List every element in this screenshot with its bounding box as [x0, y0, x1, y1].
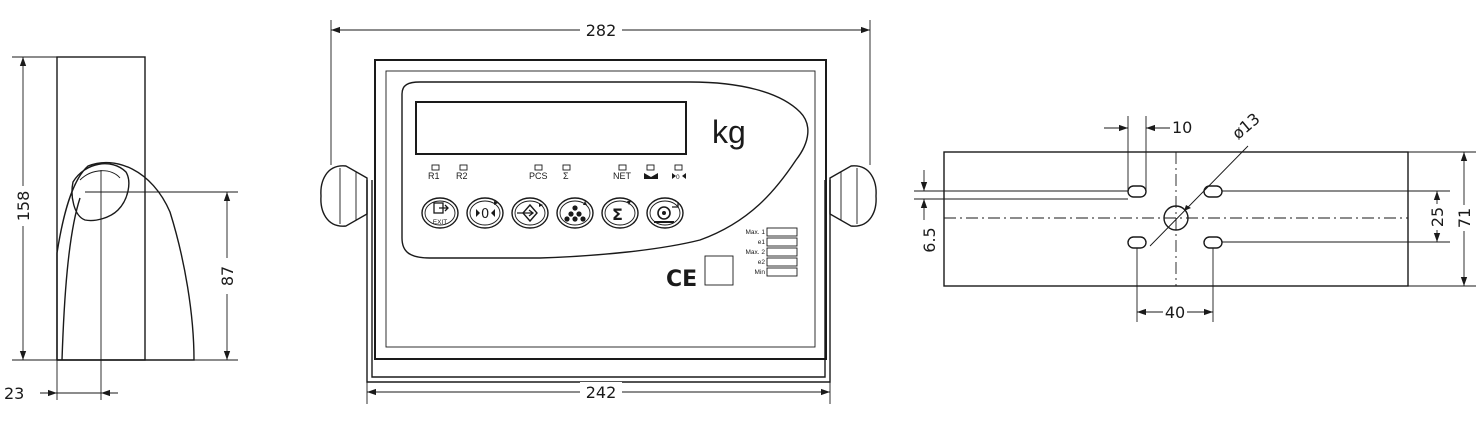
left-knob	[320, 165, 368, 227]
dim-label-242: 242	[586, 383, 617, 402]
dim-label-23: 23	[4, 384, 24, 403]
tare-icon	[522, 203, 538, 223]
ce-mark: CE	[666, 267, 697, 292]
spec-label-e1: e1	[758, 239, 766, 246]
dim-label-71: 71	[1455, 208, 1474, 228]
zero-key-icon	[476, 209, 480, 217]
display-window	[415, 101, 687, 155]
spec-label-e2: e2	[758, 259, 766, 266]
dim-label-40: 40	[1165, 303, 1185, 322]
front-bracket-inner	[371, 180, 826, 378]
left-knob-detail	[339, 168, 357, 224]
front-housing	[374, 59, 827, 360]
side-knob-detail	[79, 170, 121, 181]
indicator-label-pcs: PCS	[529, 171, 548, 181]
dim-label-dia13: ø13	[1228, 109, 1263, 143]
dim-label-10: 10	[1172, 118, 1192, 137]
indicator-lamp-r1	[431, 164, 440, 171]
sum-icon: Σ	[612, 205, 623, 224]
approval-mark-box	[704, 255, 734, 286]
front-bracket-outer	[366, 180, 831, 383]
side-bracket-inner	[61, 197, 81, 361]
sum-key[interactable]: Σ	[601, 197, 639, 229]
front-panel-border	[385, 70, 816, 348]
side-bracket-outline	[56, 161, 195, 361]
print-icon	[657, 206, 671, 220]
indicator-lamp-zero	[674, 164, 683, 171]
slot-top-left	[1127, 185, 1147, 198]
spec-label-max1: Max. 1	[745, 229, 765, 236]
front-view: kg R1 R2 PCS Σ NET 0 EXIT	[320, 20, 877, 404]
indicator-label-r2: R2	[456, 171, 468, 181]
right-knob-detail	[840, 168, 858, 224]
print-key[interactable]	[646, 197, 684, 229]
indicator-lamp-r2	[459, 164, 468, 171]
slot-bottom-right	[1203, 236, 1223, 249]
dim-label-6-5: 6.5	[920, 227, 939, 252]
stable-icon	[644, 173, 658, 179]
tare-key[interactable]	[511, 197, 549, 229]
spec-box-e1	[766, 237, 798, 247]
exit-key[interactable]: EXIT	[421, 197, 459, 229]
spec-box-min	[766, 267, 798, 277]
dim-label-25: 25	[1428, 207, 1447, 227]
spec-label-min: Min	[755, 269, 766, 276]
right-knob	[829, 165, 877, 227]
indicator-lamp-pcs	[534, 164, 543, 171]
indicator-label-r1: R1	[428, 171, 440, 181]
spec-box-e2	[766, 257, 798, 267]
indicator-label-sum: Σ	[563, 171, 569, 181]
spec-label-max2: Max. 2	[745, 249, 765, 256]
slot-bottom-left	[1127, 236, 1147, 249]
svg-text:0: 0	[676, 174, 680, 181]
indicator-lamp-stable	[646, 164, 655, 171]
hole-leader	[1149, 145, 1249, 247]
display-bezel	[401, 81, 809, 259]
exit-key-label: EXIT	[433, 219, 447, 226]
zero-key[interactable]: 0	[466, 197, 504, 229]
side-knob	[71, 163, 130, 222]
svg-text:0: 0	[481, 207, 489, 222]
dim-label-87: 87	[218, 266, 237, 286]
spec-box-max2	[766, 247, 798, 257]
indicator-lamp-sum	[562, 164, 571, 171]
indicator-lamp-net	[618, 164, 627, 171]
center-hole	[1163, 205, 1189, 231]
count-key[interactable]	[556, 197, 594, 229]
spec-box-max1	[766, 227, 798, 237]
unit-label: kg	[712, 114, 746, 150]
zero-icon: 0	[672, 173, 686, 181]
indicator-label-net: NET	[613, 171, 632, 181]
dim-label-282: 282	[586, 21, 617, 40]
side-view: 158 87 23	[4, 56, 238, 403]
dim-label-158: 158	[14, 191, 33, 222]
bottom-view: 10 ø13 6.5 25 71 40	[914, 109, 1476, 322]
count-icon	[564, 205, 586, 222]
